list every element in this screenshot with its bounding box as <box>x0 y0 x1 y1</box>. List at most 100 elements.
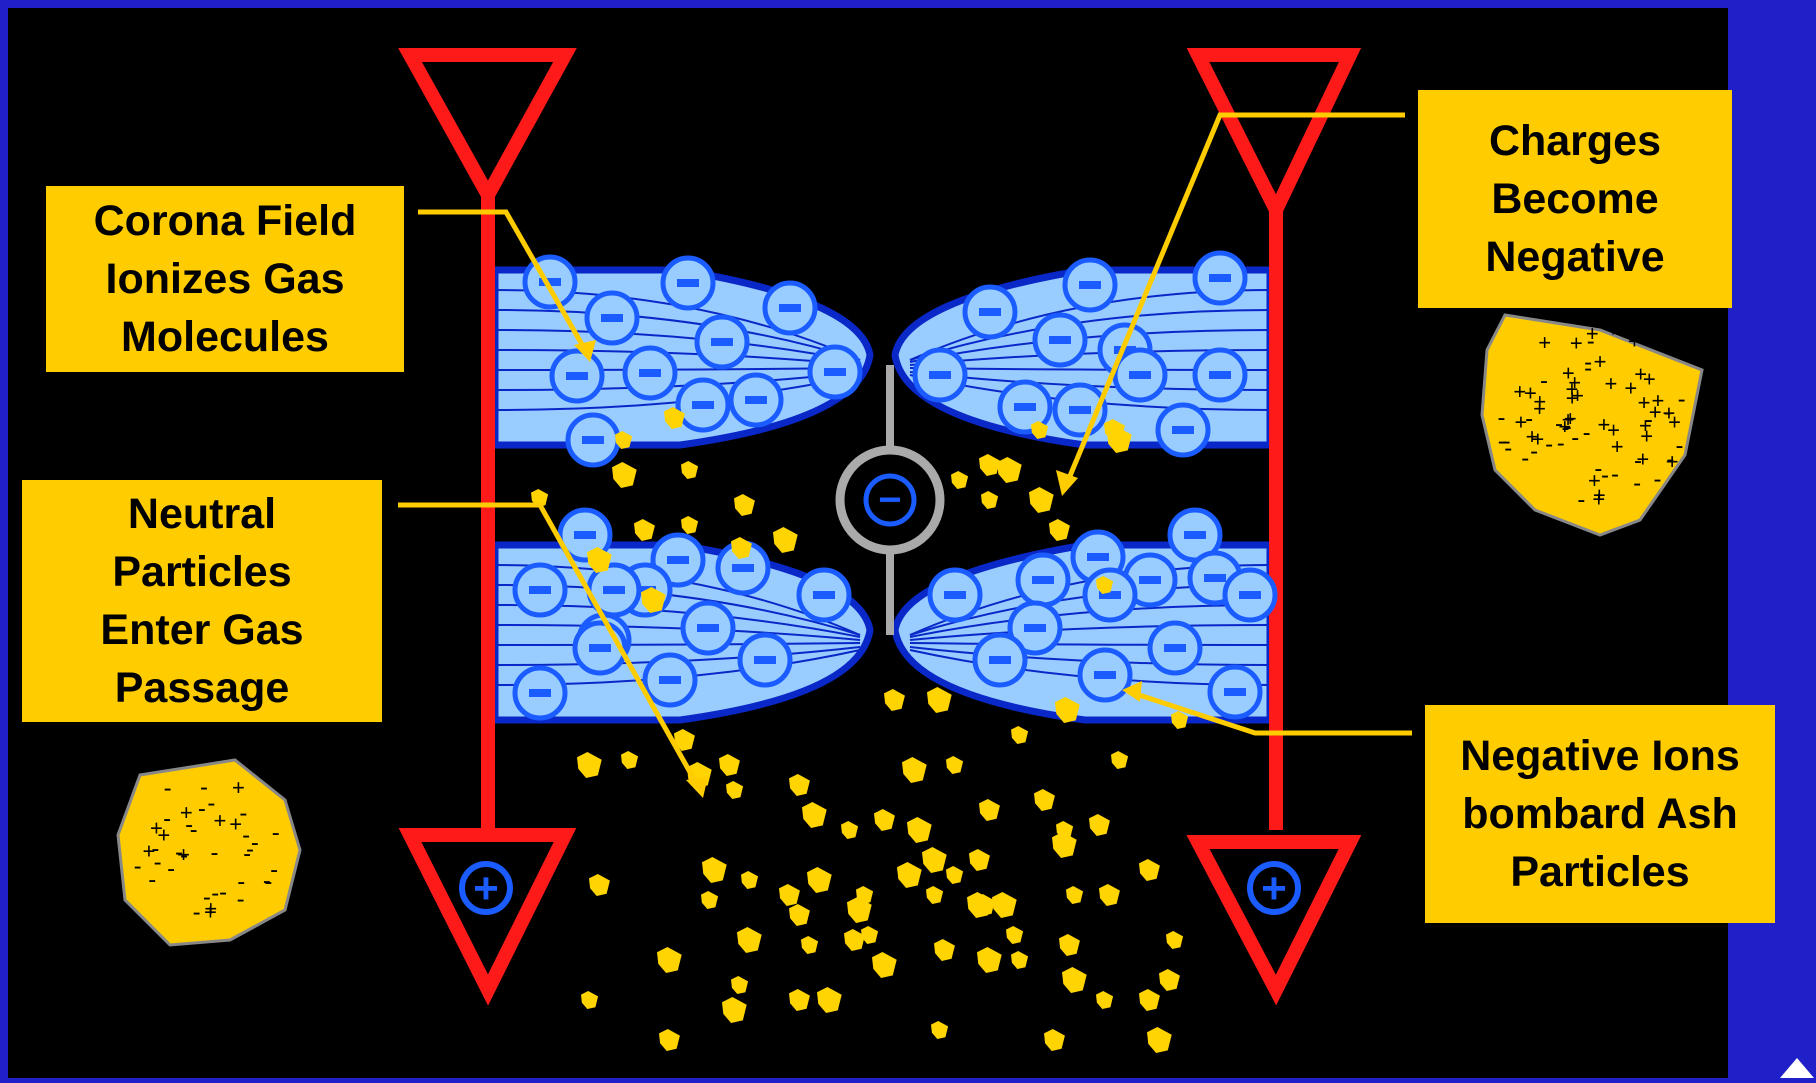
ash-particle <box>844 929 865 951</box>
ash-particle <box>922 847 947 873</box>
ash-particle <box>1166 931 1184 949</box>
ash-particle <box>657 947 682 973</box>
label-charges-become-negative: Charges Become Negative <box>1418 90 1732 308</box>
plus-charge-mark: + <box>143 838 156 863</box>
label-neutral-line-2: Particles <box>112 548 292 596</box>
ash-particle <box>927 687 952 713</box>
neutral-particle-example: +----++---+-+-----+----+----------+--+-+ <box>116 758 302 947</box>
plus-charge-mark: + <box>1666 449 1679 474</box>
negative-ion-minus <box>1204 574 1226 582</box>
ash-particle <box>741 871 759 889</box>
ash-particle <box>1171 711 1189 729</box>
ash-particle <box>951 471 969 489</box>
negative-ion-minus <box>1209 371 1231 379</box>
ash-particle <box>789 904 810 926</box>
negative-ion-minus <box>1164 644 1186 652</box>
ash-particle <box>997 457 1022 483</box>
plus-charge-mark: + <box>214 808 227 833</box>
label-charges-line-3: Negative <box>1485 233 1665 281</box>
plus-charge-mark: + <box>1570 331 1583 356</box>
minus-charge-mark: - <box>1498 428 1506 455</box>
plus-charge-mark: + <box>1531 427 1544 452</box>
plus-charge-mark: + <box>1565 376 1578 401</box>
ash-particle <box>621 751 639 769</box>
label-negative-ions-line-2: bombard Ash <box>1462 790 1738 838</box>
ash-particle <box>701 891 719 909</box>
field-line <box>909 642 1271 646</box>
arrowhead-charges <box>1056 470 1078 496</box>
minus-charge-mark: - <box>1633 470 1641 497</box>
minus-charge-mark: - <box>1584 355 1592 382</box>
minus-charge-mark: - <box>175 839 183 866</box>
plus-charge-mark: + <box>1598 412 1611 437</box>
label-charges-line-1: Charges <box>1488 117 1662 165</box>
ash-particle <box>587 547 612 573</box>
negative-ion-minus <box>1224 688 1246 696</box>
ash-particle <box>934 939 955 961</box>
leader-neutral <box>398 502 703 792</box>
minus-charge-mark: - <box>210 839 218 866</box>
label-corona-line-2: Ionizes Gas <box>105 255 345 303</box>
ash-particle <box>719 754 740 776</box>
minus-charge-mark: - <box>1557 430 1565 457</box>
negative-ion-minus <box>677 279 699 287</box>
ash-particle <box>1031 421 1049 439</box>
plus-charge-mark: + <box>1628 329 1641 354</box>
negative-ion-minus <box>989 656 1011 664</box>
plus-charge-mark: + <box>1588 468 1601 493</box>
negative-ion-minus <box>639 369 661 377</box>
ash-particle <box>615 431 633 449</box>
plus-charge-mark: + <box>1513 379 1526 404</box>
negative-ion-minus <box>1209 274 1231 282</box>
plus-charge-mark: + <box>1640 423 1653 448</box>
negative-ion-minus <box>566 372 588 380</box>
label-neutral-line-4: Passage <box>114 664 290 712</box>
plus-charge-mark: + <box>1636 447 1649 472</box>
ash-particle <box>641 587 666 613</box>
plus-charge-mark: + <box>1652 388 1665 413</box>
ash-particle <box>1159 969 1180 991</box>
minus-charge-mark: - <box>151 835 159 862</box>
negative-ion-minus <box>1032 576 1054 584</box>
plus-charge-mark: + <box>1533 396 1546 421</box>
ash-particle <box>734 494 755 516</box>
plus-charge-mark: + <box>229 812 242 837</box>
discharge-electrode: − <box>835 365 945 635</box>
minus-charge-mark: - <box>190 817 198 844</box>
ash-particle <box>897 862 922 888</box>
plus-charge-mark: + <box>1562 407 1575 432</box>
minus-charge-mark: - <box>263 867 271 894</box>
ash-particle <box>807 867 832 893</box>
ash-particle <box>931 1021 949 1039</box>
ash-particle <box>1099 884 1120 906</box>
ash-particle <box>1011 951 1029 969</box>
plus-charge-mark: + <box>1558 414 1571 439</box>
plus-charge-mark: + <box>232 775 245 800</box>
label-corona-line-1: Corona Field <box>93 197 357 245</box>
minus-charge-mark: - <box>1611 461 1619 488</box>
ash-particle <box>969 849 990 871</box>
ash-particle <box>841 821 859 839</box>
field-line <box>909 624 1271 641</box>
ash-particle <box>1055 697 1080 723</box>
ash-particle <box>981 491 999 509</box>
negative-ion-minus <box>929 371 951 379</box>
negative-ion-minus <box>1094 671 1116 679</box>
minus-charge-mark: - <box>246 836 254 863</box>
ash-particle <box>634 519 655 541</box>
plus-charge-mark: + <box>1564 406 1577 431</box>
leader-charges <box>1062 112 1405 489</box>
ash-particle <box>1062 967 1087 993</box>
plus-charge-mark: + <box>1634 362 1647 387</box>
minus-charge-mark: - <box>163 805 171 832</box>
ash-particle <box>907 817 932 843</box>
plus-charge-mark: + <box>1668 409 1681 434</box>
ash-particle <box>946 866 964 884</box>
plus-charge-mark: + <box>1533 389 1546 414</box>
ash-particle <box>1096 576 1114 594</box>
leader-corona <box>418 209 591 357</box>
minus-charge-mark: - <box>180 842 188 869</box>
minus-charge-mark: - <box>1678 386 1686 413</box>
ash-particle <box>874 809 895 831</box>
negative-ion-minus <box>529 586 551 594</box>
